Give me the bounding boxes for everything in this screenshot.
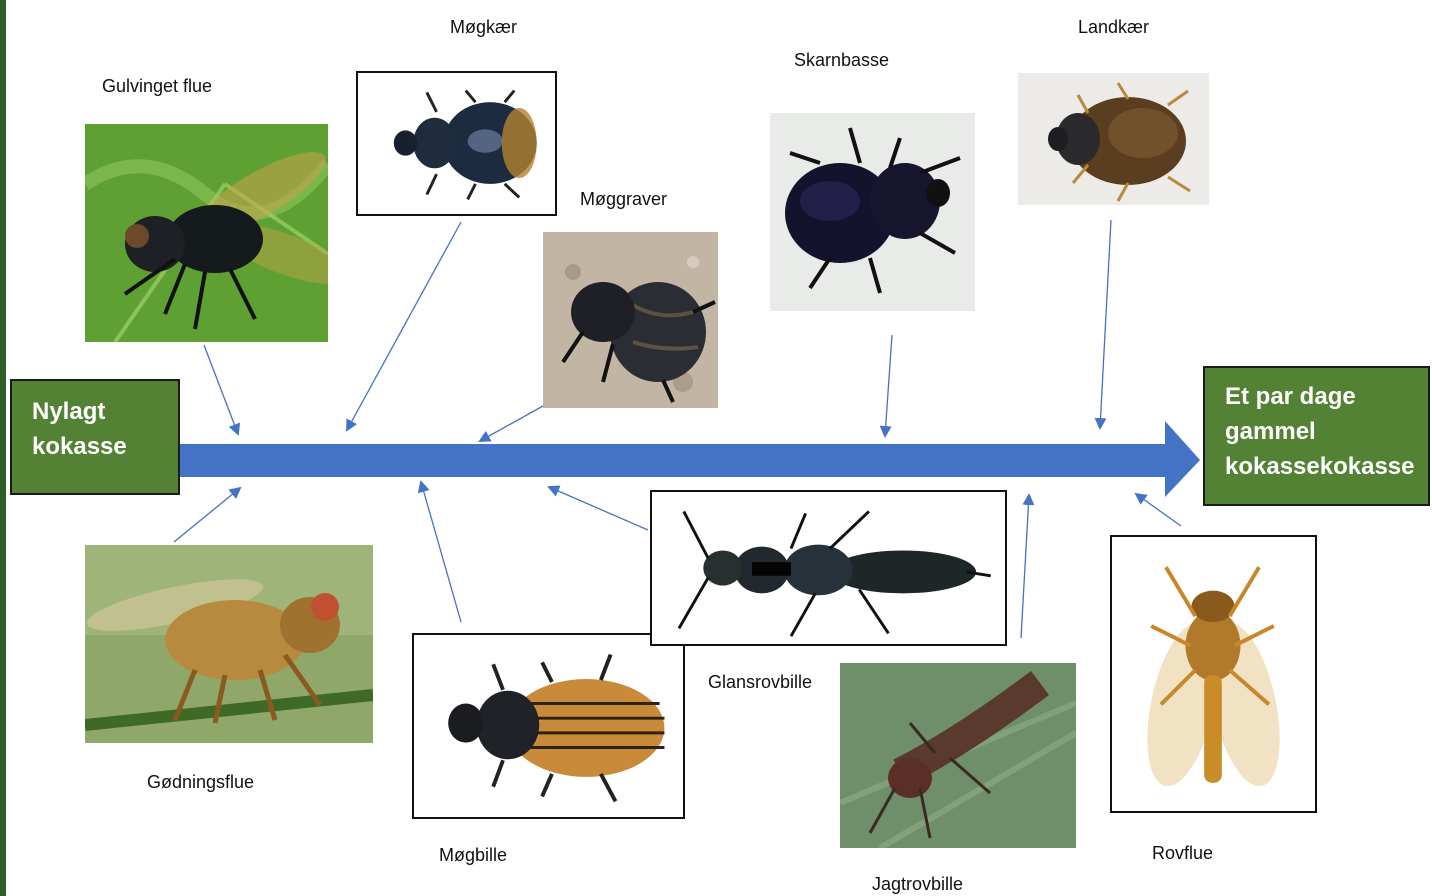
aphodius-beetle-photo — [412, 633, 685, 819]
label-goedningsflue: Gødningsflue — [147, 772, 254, 793]
arrow-skarnbasse — [885, 335, 892, 436]
arrow-moegkaer — [347, 222, 461, 430]
label-jagtrovbille: Jagtrovbille — [872, 874, 963, 895]
dor-beetle-photo — [770, 113, 975, 311]
label-moegkaer: Møgkær — [450, 17, 517, 38]
hairy-rove-beetle-photo — [840, 663, 1076, 848]
label-glansrovbille: Glansrovbille — [708, 672, 812, 693]
end-box-text: Et par dage gammel kokassekokasse — [1225, 383, 1415, 480]
label-skarnbasse: Skarnbasse — [794, 50, 889, 71]
water-beetle-photo — [1018, 73, 1209, 205]
label-gulvinget-flue: Gulvinget flue — [102, 76, 212, 97]
start-box: Nylagt kokasse — [10, 379, 180, 495]
arrow-gulvinget-flue — [204, 345, 238, 434]
label-moeggraver: Møggraver — [580, 189, 667, 210]
fly-photo — [85, 124, 328, 342]
arrow-rovflue — [1136, 494, 1181, 526]
round-beetle-photo — [356, 71, 557, 216]
rove-beetle-photo — [650, 490, 1007, 646]
start-box-text: Nylagt kokasse — [32, 398, 127, 460]
dung-fly-photo — [85, 545, 373, 743]
arrow-glansrovbille — [549, 487, 648, 530]
arrow-moegbille — [421, 482, 461, 622]
arrow-moeggraver — [480, 406, 543, 441]
dung-beetle-photo — [543, 232, 718, 408]
label-rovflue: Rovflue — [1152, 843, 1213, 864]
end-box: Et par dage gammel kokassekokasse — [1203, 366, 1430, 506]
arrow-goedningsflue — [174, 488, 240, 542]
label-moegbille: Møgbille — [439, 845, 507, 866]
robber-fly-photo — [1110, 535, 1317, 813]
arrow-landkaer — [1100, 220, 1111, 428]
timeline-arrow — [180, 421, 1200, 497]
arrow-jagtrovbille — [1021, 495, 1029, 638]
label-landkaer: Landkær — [1078, 17, 1149, 38]
